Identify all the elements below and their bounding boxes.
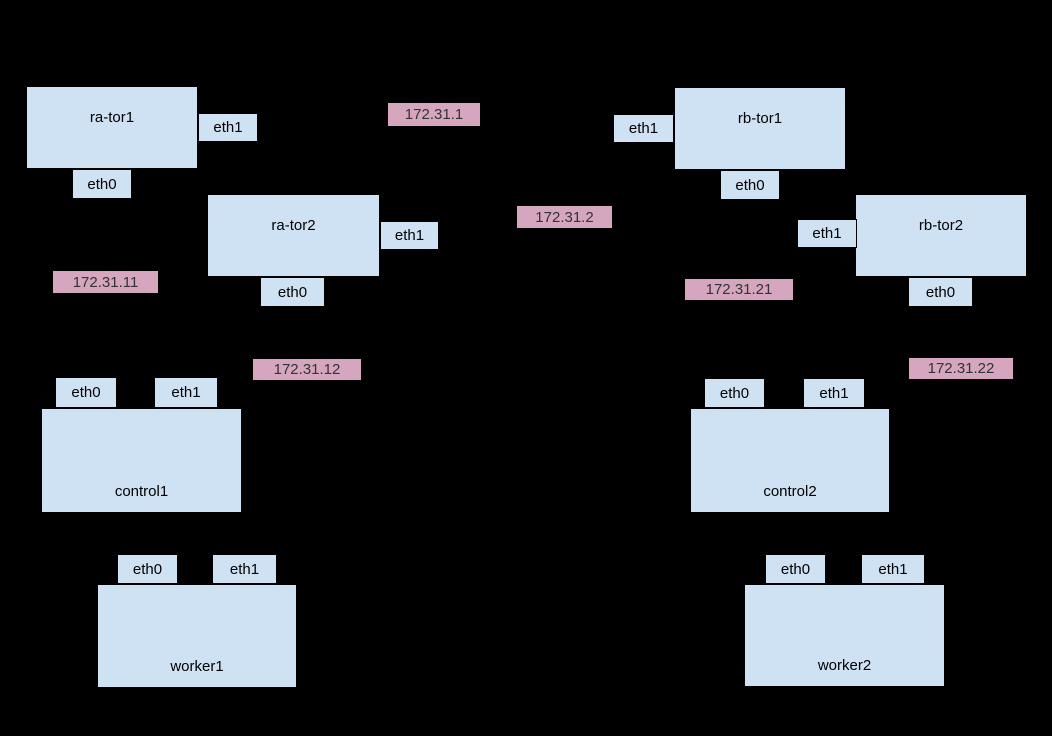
ip-label-172-31-12: 172.31.12 bbox=[253, 359, 361, 380]
node-ra-tor1-label: ra-tor1 bbox=[89, 109, 135, 126]
node-rb-tor2-label: rb-tor2 bbox=[918, 217, 964, 234]
ip-label-172-31-2: 172.31.2 bbox=[517, 206, 612, 228]
port-ra-tor2-eth1: eth1 bbox=[380, 221, 439, 250]
ip-label-172-31-22: 172.31.22 bbox=[909, 358, 1013, 379]
port-rb-tor1-eth0: eth0 bbox=[720, 170, 780, 200]
node-worker1-label: worker1 bbox=[170, 658, 224, 675]
port-ra-tor1-eth1: eth1 bbox=[198, 113, 258, 142]
node-control1: control1 bbox=[41, 408, 242, 513]
ip-label-172-31-1: 172.31.1 bbox=[388, 103, 480, 126]
node-control2: control2 bbox=[690, 408, 890, 513]
node-rb-tor1-label: rb-tor1 bbox=[737, 110, 783, 127]
port-control2-eth1: eth1 bbox=[803, 378, 865, 408]
port-worker2-eth1: eth1 bbox=[861, 554, 925, 584]
node-rb-tor1: rb-tor1 bbox=[674, 87, 846, 170]
node-ra-tor2: ra-tor2 bbox=[207, 194, 380, 277]
port-rb-tor1-eth1: eth1 bbox=[613, 114, 674, 143]
port-ra-tor2-eth0: eth0 bbox=[260, 277, 325, 307]
node-worker2: worker2 bbox=[744, 584, 945, 687]
node-control1-label: control1 bbox=[114, 483, 169, 500]
ip-label-172-31-21: 172.31.21 bbox=[685, 279, 793, 300]
port-rb-tor2-eth0: eth0 bbox=[908, 277, 973, 307]
node-ra-tor2-label: ra-tor2 bbox=[271, 217, 316, 234]
node-ra-tor1: ra-tor1 bbox=[26, 86, 198, 169]
port-control1-eth0: eth0 bbox=[55, 377, 117, 408]
node-worker1: worker1 bbox=[97, 584, 297, 688]
port-ra-tor1-eth0: eth0 bbox=[72, 169, 132, 199]
port-control1-eth1: eth1 bbox=[154, 377, 218, 408]
port-worker1-eth1: eth1 bbox=[212, 554, 277, 584]
ip-label-172-31-11: 172.31.11 bbox=[53, 271, 158, 293]
node-worker2-label: worker2 bbox=[817, 657, 872, 674]
port-control2-eth0: eth0 bbox=[704, 378, 765, 408]
port-worker2-eth0: eth0 bbox=[765, 554, 826, 584]
node-control2-label: control2 bbox=[763, 483, 817, 500]
port-rb-tor2-eth1: eth1 bbox=[797, 219, 857, 248]
port-worker1-eth0: eth0 bbox=[117, 554, 178, 584]
node-rb-tor2: rb-tor2 bbox=[855, 194, 1027, 277]
